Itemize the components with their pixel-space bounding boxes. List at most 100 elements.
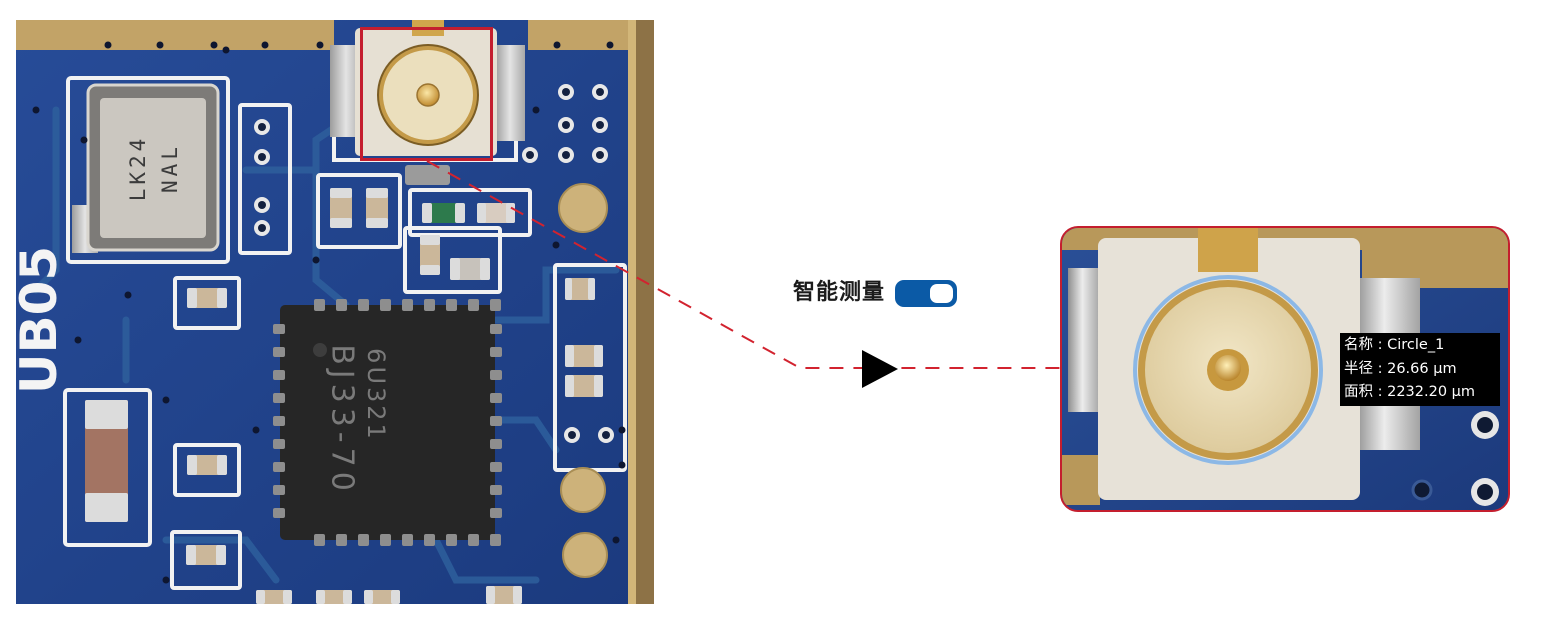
chip-pad bbox=[273, 324, 285, 334]
via-hole bbox=[618, 461, 626, 469]
chip-pad bbox=[424, 534, 435, 546]
component-terminal bbox=[186, 545, 196, 565]
chip-pad bbox=[402, 299, 413, 311]
chip-pad bbox=[468, 534, 479, 546]
via-hole bbox=[532, 106, 540, 114]
chip-pad bbox=[380, 534, 391, 546]
component-terminal bbox=[422, 203, 432, 223]
chip-pad bbox=[358, 299, 369, 311]
chip-pad bbox=[490, 534, 501, 546]
chip-pad bbox=[446, 299, 457, 311]
smd-component bbox=[477, 203, 515, 223]
smart-measure-toggle-row: 智能测量 bbox=[793, 279, 958, 307]
smart-measure-switch[interactable] bbox=[895, 279, 958, 307]
component-terminal bbox=[565, 278, 572, 300]
chip-pad bbox=[490, 462, 502, 472]
component-terminal bbox=[594, 375, 603, 397]
gold-test-pad bbox=[562, 532, 608, 578]
via-hole bbox=[618, 426, 626, 434]
pcb-photo[interactable]: LK24 NAL UB05 6U321 BJ33-70 bbox=[16, 20, 654, 604]
qfn-chip[interactable]: 6U321 BJ33-70 bbox=[273, 299, 502, 546]
via-hole bbox=[252, 426, 260, 434]
chip-pad bbox=[468, 299, 479, 311]
via-hole bbox=[526, 151, 534, 159]
via-hole bbox=[258, 123, 266, 131]
smd-component bbox=[450, 258, 490, 280]
measurement-area: 面积 : 2232.20 μm bbox=[1344, 384, 1476, 400]
zoomed-measurement-view[interactable]: 名称 : Circle_1 半径 : 26.66 μm 面积 : 2232.20… bbox=[1060, 226, 1510, 512]
component-terminal bbox=[366, 188, 388, 198]
gold-edge-top-left bbox=[16, 20, 334, 50]
chip-pad bbox=[336, 534, 347, 546]
chip-pad bbox=[273, 370, 285, 380]
chip-marking-line1: 6U321 bbox=[362, 348, 390, 442]
component-terminal bbox=[85, 400, 128, 429]
chip-pad bbox=[273, 485, 285, 495]
smd-component bbox=[187, 455, 227, 475]
via-hole bbox=[596, 88, 604, 96]
smd-component bbox=[565, 278, 595, 300]
component-terminal bbox=[513, 586, 522, 604]
component-terminal bbox=[450, 258, 460, 280]
smd-component bbox=[316, 590, 352, 604]
connector-pad-right bbox=[495, 45, 525, 141]
zoom-via-hole bbox=[1477, 417, 1493, 433]
via-hole bbox=[312, 256, 320, 264]
zoomed-connector-image bbox=[1062, 228, 1508, 510]
smd-component bbox=[256, 590, 292, 604]
via-hole bbox=[162, 396, 170, 404]
component-terminal bbox=[420, 265, 440, 275]
smd-component bbox=[486, 586, 522, 604]
chip-pad bbox=[273, 462, 285, 472]
component-terminal bbox=[588, 278, 595, 300]
crystal-marking-line2: NAL bbox=[158, 143, 182, 193]
smd-component bbox=[330, 188, 352, 228]
component-terminal bbox=[187, 288, 197, 308]
component-terminal bbox=[316, 590, 325, 604]
via-hole bbox=[258, 153, 266, 161]
component-terminal bbox=[565, 375, 574, 397]
chip-pad bbox=[314, 534, 325, 546]
zoom-gold-edge-bottom-left bbox=[1062, 455, 1100, 505]
chip-pad bbox=[273, 508, 285, 518]
smd-component bbox=[565, 345, 603, 367]
via-hole bbox=[210, 41, 218, 49]
component-terminal bbox=[216, 545, 226, 565]
via-hole bbox=[596, 121, 604, 129]
measured-circle-outline[interactable] bbox=[1133, 275, 1323, 465]
via-hole bbox=[562, 121, 570, 129]
via-hole bbox=[596, 151, 604, 159]
chip-pin1-dot bbox=[313, 343, 327, 357]
zoom-via-hole bbox=[1477, 484, 1493, 500]
smd-component bbox=[366, 188, 388, 228]
smd-component bbox=[364, 590, 400, 604]
zoom-pad-left bbox=[1068, 268, 1100, 412]
via-hole bbox=[261, 41, 269, 49]
measurement-name: 名称 : Circle_1 bbox=[1344, 337, 1445, 353]
chip-pad bbox=[402, 534, 413, 546]
via-hole bbox=[80, 136, 88, 144]
gold-edge-right bbox=[628, 20, 636, 604]
via-hole bbox=[258, 201, 266, 209]
component-terminal bbox=[594, 345, 603, 367]
gold-edge-top-right bbox=[528, 20, 638, 50]
pcb-image[interactable]: LK24 NAL UB05 6U321 BJ33-70 bbox=[16, 20, 654, 604]
component-terminal bbox=[506, 203, 515, 223]
chip-pad bbox=[314, 299, 325, 311]
component-terminal bbox=[364, 590, 373, 604]
via-hole bbox=[124, 291, 132, 299]
smd-component bbox=[187, 288, 227, 308]
component-terminal bbox=[256, 590, 265, 604]
via-hole bbox=[162, 576, 170, 584]
smart-measure-label: 智能测量 bbox=[793, 280, 886, 305]
chip-pad bbox=[273, 347, 285, 357]
chip-pad bbox=[380, 299, 391, 311]
via-hole bbox=[32, 106, 40, 114]
component-terminal bbox=[480, 258, 490, 280]
via-hole bbox=[606, 41, 614, 49]
smd-component bbox=[565, 375, 603, 397]
chip-pad bbox=[490, 508, 502, 518]
crystal-oscillator[interactable]: LK24 NAL bbox=[72, 83, 220, 253]
component-terminal bbox=[217, 455, 227, 475]
via-hole bbox=[562, 88, 570, 96]
